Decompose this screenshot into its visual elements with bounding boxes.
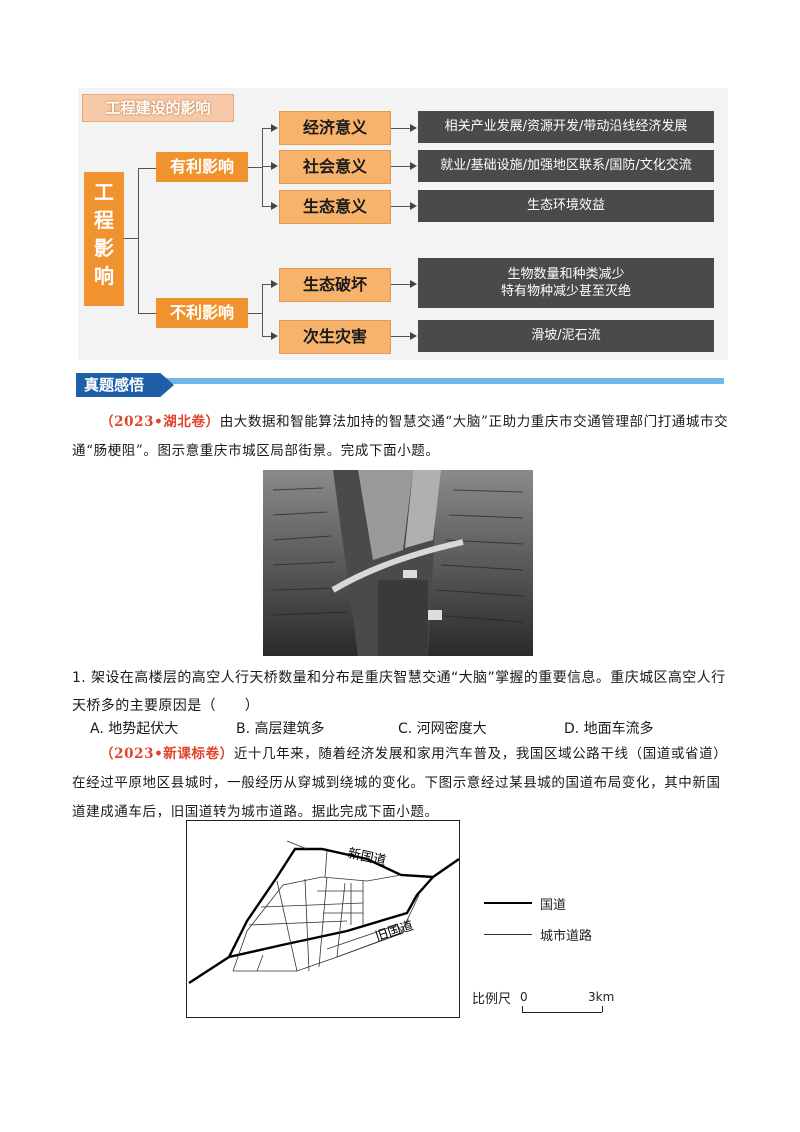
arrow-icon xyxy=(271,124,278,132)
connector xyxy=(138,168,139,313)
ecological-node: 生态意义 xyxy=(279,190,391,224)
eco-damage-line: 特有物种减少甚至灭绝 xyxy=(500,284,631,299)
connector xyxy=(262,128,272,129)
new-road-label: 新国道 xyxy=(346,845,387,868)
arrow-icon xyxy=(271,202,278,210)
social-detail: 就业/基础设施/加强地区联系/国防/文化交流 xyxy=(418,150,714,182)
street-photo-graphic xyxy=(263,470,533,656)
favorable-node: 有利影响 xyxy=(156,152,248,182)
arrow-icon xyxy=(410,162,417,170)
street-photo xyxy=(263,470,533,656)
option-a[interactable]: A. 地势起伏大 xyxy=(90,721,179,737)
connector xyxy=(138,313,156,314)
arrow-icon xyxy=(271,280,278,288)
scale-bar xyxy=(522,1012,602,1013)
passage-2-source: （2023•新课标卷） xyxy=(100,746,234,762)
option-c[interactable]: C. 河网密度大 xyxy=(398,721,487,737)
city-roads xyxy=(232,840,420,972)
option-b[interactable]: B. 高层建筑多 xyxy=(236,721,325,737)
legend-city-line xyxy=(484,934,532,935)
connector xyxy=(262,284,272,285)
scale-tick xyxy=(522,1006,523,1012)
arrow-icon xyxy=(410,280,417,288)
connector xyxy=(124,238,138,239)
eco-damage-detail: 生物数量和种类减少 特有物种减少甚至灭绝 xyxy=(418,258,714,308)
connector xyxy=(262,128,263,206)
impact-diagram: 工程建设的影响 工程影响 有利影响 经济意义 相关产业发展/资源开发/带动沿线经… xyxy=(78,88,728,360)
connector xyxy=(138,168,156,169)
option-d[interactable]: D. 地面车流多 xyxy=(564,721,654,737)
eco-damage-line: 生物数量和种类减少 xyxy=(507,267,625,282)
legend-national-line xyxy=(484,902,532,905)
passage-2: （2023•新课标卷）近十几年来，随着经济发展和家用汽车普及，我国区域公路干线（… xyxy=(72,740,732,827)
passage-1: （2023•湖北卷）由大数据和智能算法加持的智慧交通“大脑”正助力重庆市交通管理… xyxy=(72,408,732,466)
arrow-icon xyxy=(271,162,278,170)
secondary-disaster-node: 次生灾害 xyxy=(279,320,391,354)
connector xyxy=(391,284,411,285)
arrow-icon xyxy=(410,332,417,340)
connector xyxy=(391,336,411,337)
section-title: 真题感悟 xyxy=(76,373,174,397)
connector xyxy=(391,206,411,207)
road-map: 新国道 旧国道 xyxy=(186,820,460,1018)
connector xyxy=(262,284,263,336)
legend-national-label: 国道 xyxy=(540,898,567,913)
scale-tick xyxy=(602,1006,603,1012)
arrow-icon xyxy=(410,202,417,210)
connector xyxy=(391,166,411,167)
new-national-road xyxy=(227,847,460,958)
legend-city-label: 城市道路 xyxy=(540,929,593,944)
passage-1-text: 由大数据和智能算法加持的智慧交通“大脑”正助力重庆市交通管理部门打通城市交通“肠… xyxy=(72,414,729,459)
connector xyxy=(262,336,272,337)
passage-2-text: 近十几年来，随着经济发展和家用汽车普及，我国区域公路干线（国道或省道）在经过平原… xyxy=(72,746,728,820)
eco-damage-node: 生态破坏 xyxy=(279,268,391,302)
secondary-disaster-detail: 滑坡/泥石流 xyxy=(418,320,714,352)
scale-label: 比例尺 xyxy=(472,992,512,1007)
passage-1-source: （2023•湖北卷） xyxy=(100,414,220,430)
scale-end: 3km xyxy=(588,990,615,1004)
economic-node: 经济意义 xyxy=(279,111,391,145)
unfavorable-node: 不利影响 xyxy=(156,298,248,328)
diagram-main-node: 工程影响 xyxy=(84,172,124,306)
section-band xyxy=(78,378,724,384)
connector xyxy=(391,128,411,129)
connector xyxy=(248,313,262,314)
connector xyxy=(262,206,272,207)
diagram-main-text: 工程影响 xyxy=(94,180,114,288)
ecological-detail: 生态环境效益 xyxy=(418,190,714,222)
scale-start: 0 xyxy=(520,990,528,1004)
road-map-graphic: 新国道 旧国道 xyxy=(188,840,460,985)
diagram-title: 工程建设的影响 xyxy=(82,94,234,122)
economic-detail: 相关产业发展/资源开发/带动沿线经济发展 xyxy=(418,111,714,143)
arrow-icon xyxy=(271,332,278,340)
social-node: 社会意义 xyxy=(279,150,391,184)
arrow-icon xyxy=(410,124,417,132)
connector xyxy=(248,167,262,168)
connector xyxy=(262,166,272,167)
question-1-stem: 1. 架设在高楼层的高空人行天桥数量和分布是重庆智慧交通“大脑”掌握的重要信息。… xyxy=(72,670,726,714)
